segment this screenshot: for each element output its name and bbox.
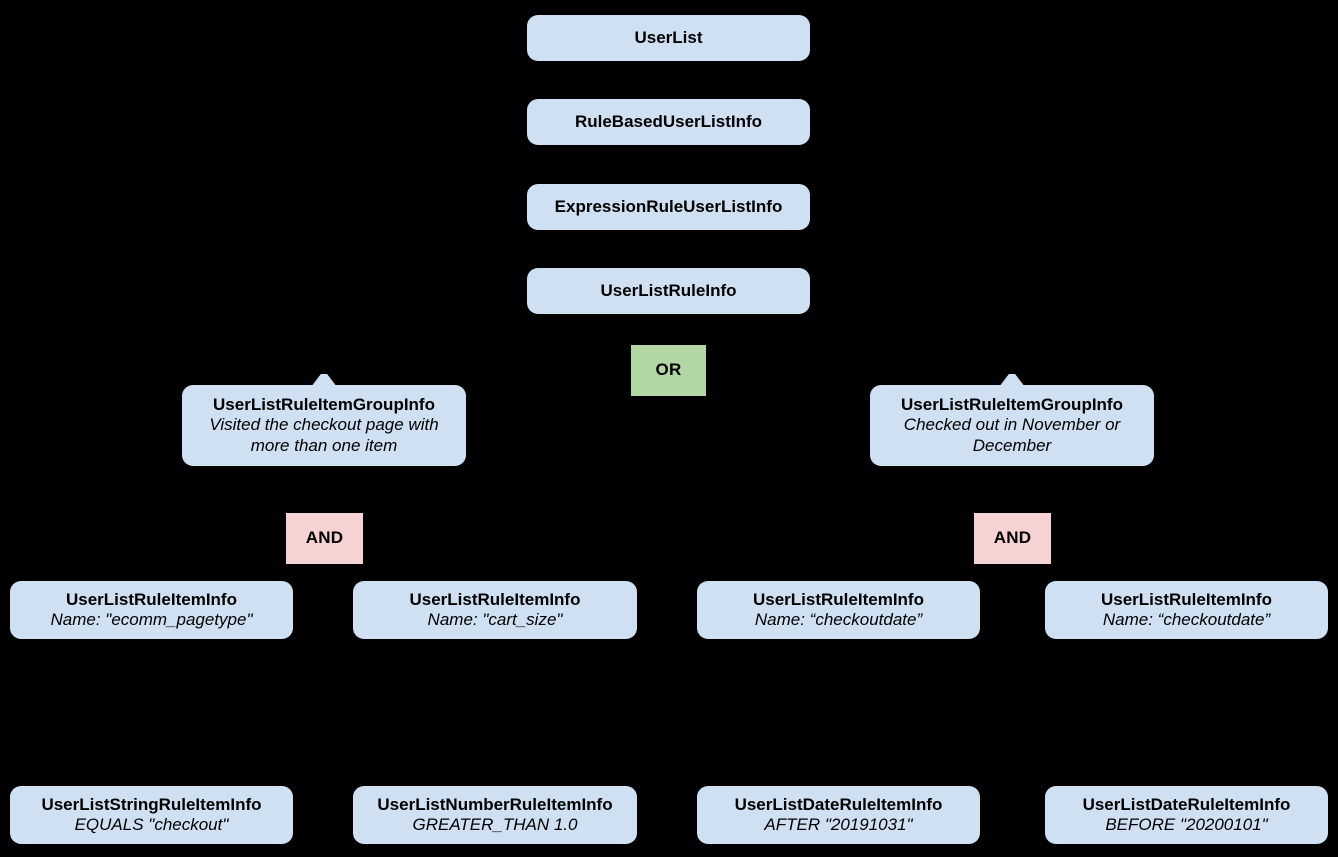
node-date-rule-item-before[interactable]: UserListDateRuleItemInfo BEFORE "2020010… xyxy=(1045,786,1328,844)
node-title: UserListRuleItemInfo xyxy=(409,589,581,609)
node-subtitle: Name: “checkoutdate” xyxy=(1102,610,1271,629)
operator-label: AND xyxy=(993,528,1032,548)
node-title: RuleBasedUserListInfo xyxy=(574,111,763,131)
node-string-rule-item[interactable]: UserListStringRuleItemInfo EQUALS "check… xyxy=(10,786,293,844)
node-title: ExpressionRuleUserListInfo xyxy=(554,196,783,216)
node-user-list[interactable]: UserList xyxy=(527,15,810,61)
node-subtitle: GREATER_THAN 1.0 xyxy=(412,815,578,834)
node-title: UserListDateRuleItemInfo xyxy=(734,794,943,814)
node-expression-rule-user-list-info[interactable]: ExpressionRuleUserListInfo xyxy=(527,184,810,230)
node-subtitle: BEFORE "20200101" xyxy=(1105,815,1268,834)
node-subtitle: Name: “checkoutdate” xyxy=(754,610,923,629)
node-subtitle: Name: "cart_size" xyxy=(427,610,563,629)
node-title: UserListRuleItemInfo xyxy=(753,589,924,609)
node-user-list-rule-info[interactable]: UserListRuleInfo xyxy=(527,268,810,314)
operator-label: AND xyxy=(305,528,344,548)
node-title: UserListRuleItemInfo xyxy=(66,589,237,609)
node-date-rule-item-after[interactable]: UserListDateRuleItemInfo AFTER "20191031… xyxy=(697,786,980,844)
node-subtitle: Name: "ecomm_pagetype" xyxy=(50,610,253,629)
node-rule-item-checkoutdate-after[interactable]: UserListRuleItemInfo Name: “checkoutdate… xyxy=(697,581,980,639)
node-rule-item-checkoutdate-before[interactable]: UserListRuleItemInfo Name: “checkoutdate… xyxy=(1045,581,1328,639)
operator-and-right[interactable]: AND xyxy=(974,513,1051,564)
node-title: UserListRuleInfo xyxy=(600,280,737,300)
node-rule-item-pagetype[interactable]: UserListRuleItemInfo Name: "ecomm_pagety… xyxy=(10,581,293,639)
node-title: UserListRuleItemGroupInfo xyxy=(213,395,435,415)
node-title: UserList xyxy=(634,27,703,47)
operator-or[interactable]: OR xyxy=(631,345,706,396)
node-title: UserListStringRuleItemInfo xyxy=(41,794,262,814)
operator-and-left[interactable]: AND xyxy=(286,513,363,564)
node-number-rule-item[interactable]: UserListNumberRuleItemInfo GREATER_THAN … xyxy=(353,786,637,844)
node-subtitle: Checked out in November or December xyxy=(903,415,1121,455)
node-title: UserListRuleItemInfo xyxy=(1101,589,1272,609)
node-group-left[interactable]: UserListRuleItemGroupInfo Visited the ch… xyxy=(182,385,466,466)
node-subtitle: EQUALS "checkout" xyxy=(74,815,229,834)
node-subtitle: AFTER "20191031" xyxy=(764,815,913,834)
node-title: UserListDateRuleItemInfo xyxy=(1082,794,1291,814)
node-rule-item-cart-size[interactable]: UserListRuleItemInfo Name: "cart_size" xyxy=(353,581,637,639)
node-title: UserListRuleItemGroupInfo xyxy=(901,395,1123,415)
operator-label: OR xyxy=(655,360,682,380)
node-rule-based-user-list-info[interactable]: RuleBasedUserListInfo xyxy=(527,99,810,145)
node-group-right[interactable]: UserListRuleItemGroupInfo Checked out in… xyxy=(870,385,1154,466)
node-subtitle: Visited the checkout page with more than… xyxy=(209,415,439,455)
node-title: UserListNumberRuleItemInfo xyxy=(377,794,613,814)
